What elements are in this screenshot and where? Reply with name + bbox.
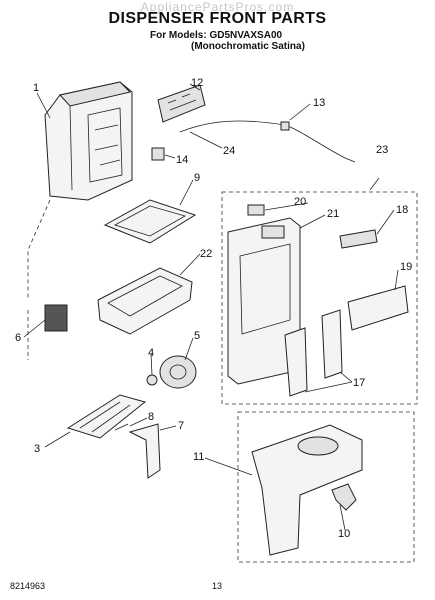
- callout-23: 23: [376, 144, 388, 156]
- part-5-motor: [159, 355, 197, 389]
- callout-19: 19: [400, 261, 412, 273]
- doc-number: 8214963: [10, 581, 46, 591]
- callout-10: 10: [338, 528, 350, 540]
- part-12-board: [157, 84, 206, 123]
- diagram-title: DISPENSER FRONT PARTS: [108, 10, 327, 27]
- part-10-duct: [331, 483, 357, 511]
- callout-4: 4: [148, 347, 154, 359]
- part-9-tray: [103, 199, 197, 244]
- callout-5: 5: [194, 330, 200, 342]
- callout-6: 6: [15, 332, 21, 344]
- callout-18: 18: [396, 204, 408, 216]
- part-14-clip: [151, 147, 165, 161]
- part-17-paddle-left: [284, 327, 308, 397]
- callout-8: 8: [148, 411, 154, 423]
- lower-assembly-box: [237, 411, 415, 563]
- part-11-chute-housing: [251, 424, 363, 556]
- callout-22: 22: [200, 248, 212, 260]
- part-20-switch: [247, 204, 265, 216]
- page-number: 13: [212, 581, 223, 591]
- part-1-housing: [44, 81, 133, 201]
- part-17-paddle-right: [321, 309, 343, 379]
- callout-17: 17: [353, 377, 365, 389]
- callout-1: 1: [33, 82, 39, 94]
- color-line: (Monochromatic Satina): [191, 41, 305, 52]
- callout-14: 14: [176, 154, 188, 166]
- part-8-screw: [114, 423, 129, 431]
- callout-20: 20: [294, 196, 306, 208]
- harness-connector: [280, 121, 290, 131]
- part-3-bracket: [66, 394, 147, 439]
- callout-24: 24: [223, 145, 235, 157]
- callout-21: 21: [327, 208, 339, 220]
- part-22-drip-tray: [97, 267, 193, 335]
- left-dashed-guide: [27, 199, 51, 360]
- callout-12: 12: [191, 77, 203, 89]
- callout-13: 13: [313, 97, 325, 109]
- callout-7: 7: [178, 420, 184, 432]
- assembly-23-box: [221, 191, 418, 405]
- part-4-gear: [146, 374, 158, 386]
- part-13-harness: [179, 120, 356, 163]
- part-19-control-plate: [347, 285, 409, 331]
- callout-3: 3: [34, 443, 40, 455]
- part-6-block: [44, 304, 68, 332]
- model-line: For Models: GD5NVAXSA00: [150, 30, 283, 41]
- callout-11: 11: [193, 451, 204, 463]
- part-7-lever: [128, 423, 161, 479]
- callout-9: 9: [194, 172, 200, 184]
- part-18-display: [339, 229, 378, 249]
- leader-lines: [23, 83, 399, 531]
- watermark: AppliancePartsPros.com: [140, 0, 295, 14]
